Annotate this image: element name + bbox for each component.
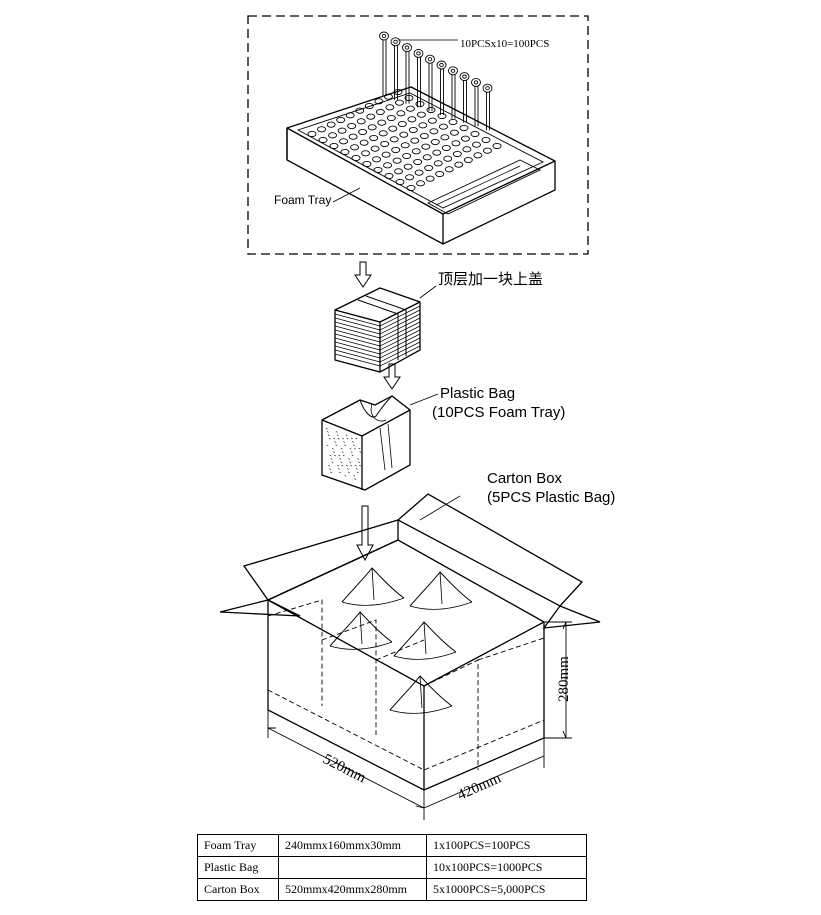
table-cell (278, 856, 427, 879)
table-cell: Foam Tray (197, 834, 279, 857)
foam-tray-label: Foam Tray (274, 193, 331, 207)
table-row: Plastic Bag 10x100PCS=1000PCS (197, 856, 587, 879)
plastic-bag (321, 395, 411, 491)
table-cell: 520mmx420mmx280mm (278, 878, 427, 901)
bag-texture (325, 427, 362, 480)
tray-qty-label: 10PCSx10=100PCS (460, 38, 549, 50)
plastic-bag-label: Plastic Bag (440, 385, 515, 402)
width-dimension: 520mm (320, 751, 368, 786)
table-cell: 1x100PCS=100PCS (426, 834, 587, 857)
down-arrow-icon (354, 261, 372, 288)
carton-box (219, 493, 601, 791)
table-cell: Plastic Bag (197, 856, 279, 879)
table-cell: 10x100PCS=1000PCS (426, 856, 587, 879)
carton-box-sublabel: (5PCS Plastic Bag) (487, 489, 615, 506)
table-cell: 5x1000PCS=5,000PCS (426, 878, 587, 901)
carton-box-label: Carton Box (487, 470, 563, 487)
carton-bag-tops (329, 567, 473, 714)
depth-dimension: 420mm (455, 770, 504, 803)
tray-stack (334, 287, 421, 373)
down-arrow-icon (356, 505, 374, 562)
foam-tray (286, 86, 556, 245)
down-arrow-icon (383, 363, 401, 390)
standing-tubes (379, 31, 493, 131)
table-cell: 240mmx160mmx30mm (278, 834, 427, 857)
tray-tube-rows (307, 88, 502, 192)
tray-detail-frame (247, 15, 589, 255)
height-dimension: 280mm (556, 656, 572, 702)
table-cell: Carton Box (197, 878, 279, 901)
top-cover-label: 顶层加一块上盖 (438, 270, 543, 288)
dimension-lines (267, 621, 572, 820)
plastic-bag-sublabel: (10PCS Foam Tray) (432, 404, 565, 421)
